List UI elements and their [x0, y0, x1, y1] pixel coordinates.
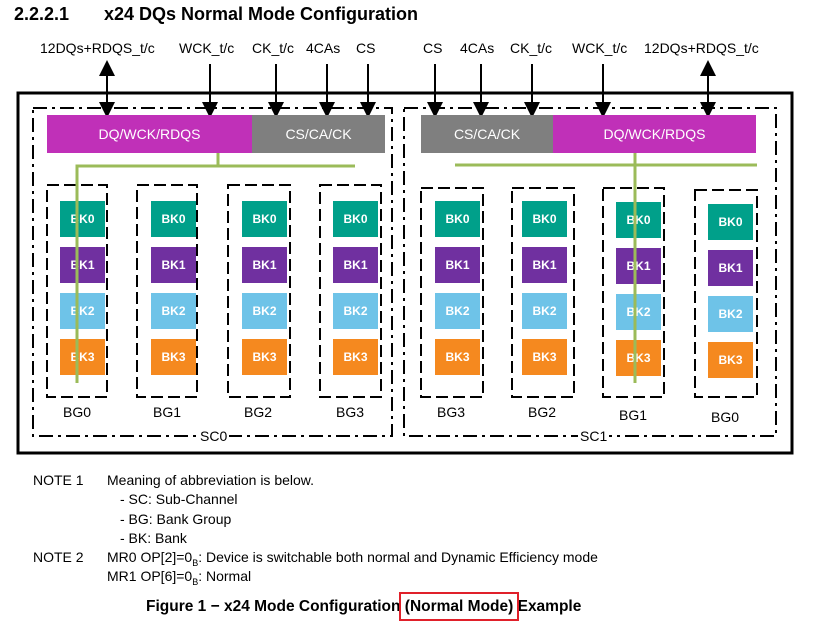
bank-bk0: BK0 — [522, 201, 567, 237]
section-title: x24 DQs Normal Mode Configuration — [104, 4, 419, 24]
bank-bk1: BK1 — [708, 250, 753, 286]
signal-label: WCK_t/c — [179, 40, 235, 56]
figure-caption: Figure 1 − x24 Mode Configuration (Norma… — [146, 592, 582, 621]
subscript: B — [192, 576, 199, 587]
signal-label: CS — [356, 40, 376, 56]
bank-bk2: BK2 — [435, 293, 480, 329]
bank-bk0: BK0 — [242, 201, 287, 237]
bank-bk1: BK1 — [151, 247, 196, 283]
bank-bk2: BK2 — [522, 293, 567, 329]
bank-bk3: BK3 — [616, 340, 661, 376]
bank-bk2: BK2 — [60, 293, 105, 329]
note1-item: - SC: Sub-Channel — [120, 491, 238, 507]
bank-bk1: BK1 — [522, 247, 567, 283]
bank-bk0: BK0 — [708, 204, 753, 240]
sc0-label: SC0 — [198, 428, 230, 444]
bank-bk3: BK3 — [151, 339, 196, 375]
bank-bk3: BK3 — [708, 342, 753, 378]
bank-bk0: BK0 — [151, 201, 196, 237]
caption-text: Figure 1 − x24 Mode Configuration — [146, 598, 405, 615]
note2-label: NOTE 2 — [33, 549, 84, 565]
text: MR0 OP[2]=0 — [107, 549, 193, 565]
bank-bk3: BK3 — [435, 339, 480, 375]
bank-group-label: BG2 — [527, 404, 556, 420]
signal-label: CS — [423, 40, 443, 56]
bg-outline — [602, 187, 665, 398]
bank-bk1: BK1 — [60, 247, 105, 283]
bank-group-label: BG1 — [152, 404, 181, 420]
bank-bk2: BK2 — [151, 293, 196, 329]
chip-outline — [16, 91, 794, 455]
bank-bk1: BK1 — [242, 247, 287, 283]
note2-line2: MR1 OP[6]=0B: Normal — [107, 568, 251, 587]
text: : Normal — [198, 568, 252, 584]
note1-item: - BG: Bank Group — [120, 511, 232, 527]
caption-highlight: (Normal Mode) — [398, 592, 520, 621]
signal-label: 12DQs+RDQS_t/c — [40, 40, 155, 56]
text: MR1 OP[6]=0 — [107, 568, 193, 584]
note1-item: - BK: Bank — [120, 530, 187, 546]
cs-ca-ck-bar-sc1: CS/CA/CK — [421, 115, 553, 153]
caption-text: Example — [513, 598, 582, 615]
bank-group-label: BG0 — [710, 409, 739, 425]
bank-group-label: BG0 — [62, 404, 91, 420]
signal-label: WCK_t/c — [572, 40, 628, 56]
note1-label: NOTE 1 — [33, 472, 84, 488]
bank-group-label: BG3 — [335, 404, 364, 420]
bank-bk0: BK0 — [333, 201, 378, 237]
signal-label: CK_t/c — [252, 40, 295, 56]
bank-bk1: BK1 — [616, 248, 661, 284]
bank-bk3: BK3 — [333, 339, 378, 375]
note1-text: Meaning of abbreviation is below. — [107, 472, 315, 488]
bank-group-label: BG1 — [618, 407, 647, 423]
dq-wck-rdqs-bar-sc1: DQ/WCK/RDQS — [553, 115, 756, 153]
bank-bk0: BK0 — [435, 201, 480, 237]
bank-bk0: BK0 — [60, 201, 105, 237]
subscript: B — [192, 557, 199, 568]
bank-group-label: BG2 — [243, 404, 272, 420]
cs-ca-ck-bar-sc0: CS/CA/CK — [252, 115, 385, 153]
sc1-label: SC1 — [578, 428, 610, 444]
bank-bk0: BK0 — [616, 202, 661, 238]
bank-bk3: BK3 — [522, 339, 567, 375]
bank-bk2: BK2 — [333, 293, 378, 329]
bg-outline — [694, 189, 758, 398]
dq-wck-rdqs-bar-sc0: DQ/WCK/RDQS — [47, 115, 252, 153]
signal-label: CK_t/c — [510, 40, 553, 56]
signal-label: 4CAs — [306, 40, 341, 56]
section-number: 2.2.2.1 — [14, 4, 70, 24]
bank-bk2: BK2 — [708, 296, 753, 332]
bank-bk2: BK2 — [242, 293, 287, 329]
bank-bk2: BK2 — [616, 294, 661, 330]
bank-group-label: BG3 — [436, 404, 465, 420]
bank-bk1: BK1 — [435, 247, 480, 283]
signal-label: 12DQs+RDQS_t/c — [644, 40, 759, 56]
signal-label: 4CAs — [460, 40, 495, 56]
bank-bk1: BK1 — [333, 247, 378, 283]
text: : Device is switchable both normal and D… — [198, 549, 598, 565]
bank-bk3: BK3 — [60, 339, 105, 375]
note2-line1: MR0 OP[2]=0B: Device is switchable both … — [107, 549, 598, 568]
bank-bk3: BK3 — [242, 339, 287, 375]
